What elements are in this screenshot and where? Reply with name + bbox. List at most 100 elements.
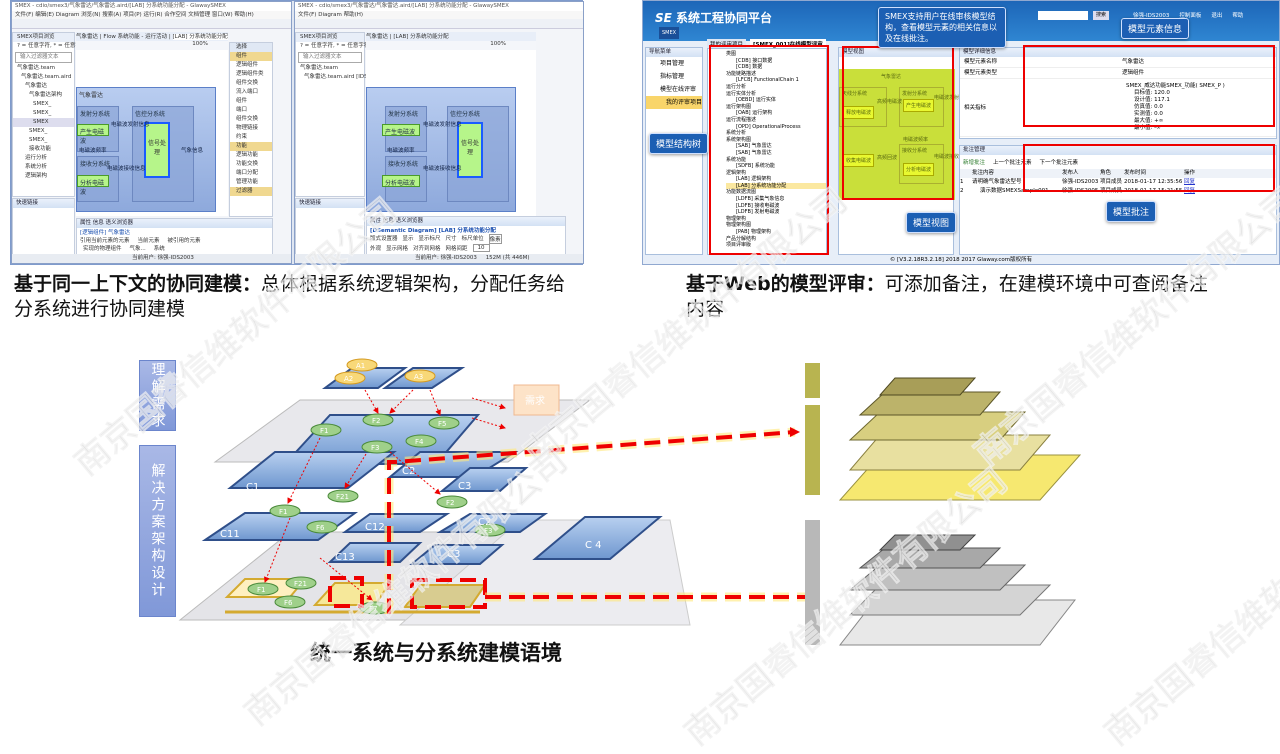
tree-item[interactable]: 气象雷达.team.aird [IDS2] (304, 74, 374, 80)
tree-item[interactable]: 系统分析 (726, 130, 747, 137)
filter-input[interactable]: 输入过滤器文本 (298, 52, 362, 63)
function-generate[interactable]: 产生电磁波 (382, 124, 420, 136)
grid-spacing-input[interactable]: 10 (472, 244, 490, 252)
show-grid-checkbox[interactable]: 显示网格 (386, 246, 409, 252)
show-ruler-checkbox[interactable]: 显示标尺 (418, 236, 441, 242)
tree-item[interactable]: [LDFB] 采集气象信息 (736, 196, 785, 203)
tree-item[interactable]: 逻辑架构 (25, 173, 48, 179)
palette-item[interactable]: 组件交换 (236, 116, 259, 122)
palette-item[interactable]: 流入端口 (236, 89, 259, 95)
palette-item[interactable]: 逻辑组件 (236, 62, 259, 68)
semantic-item[interactable]: 实现的物理组件 (83, 246, 122, 252)
tree-item[interactable]: 运行流程描述 (726, 116, 757, 123)
zoom-level[interactable]: 100% (76, 41, 228, 50)
props-label[interactable]: 外观 (370, 246, 382, 252)
tab-flow[interactable]: Flow 系统功能 - 运行活动 (103, 34, 168, 40)
function-analyze[interactable]: 分析电磁波 (382, 175, 420, 187)
menu-run[interactable]: 运行(R) (143, 12, 163, 18)
menu-workspace[interactable]: 合作空间 (164, 12, 187, 18)
tree-item[interactable]: 气象雷达.team (17, 65, 56, 71)
function-analyze[interactable]: 分析电磁波 (77, 175, 109, 196)
menu-search[interactable]: 搜索(A) (102, 12, 122, 18)
function-signal[interactable]: 信号处理 (144, 122, 170, 178)
add-annotation-button[interactable]: 新增批注 (963, 160, 986, 166)
palette-group[interactable]: 功能 (230, 142, 272, 151)
search-button[interactable]: 搜索 (1093, 11, 1109, 20)
prev-annotation-button[interactable]: 上一个批注元素 (993, 160, 1032, 166)
palette-item[interactable]: 管理功能 (236, 179, 259, 185)
smex-tab[interactable]: SMEX (659, 27, 679, 39)
tree-item[interactable]: SMEX (13, 118, 74, 127)
tree-item[interactable]: [PAB] 物理架构 (736, 229, 772, 236)
tree-item[interactable]: 接收功能 (29, 146, 52, 152)
menu-project[interactable]: 项目(P) (123, 12, 142, 18)
tab-lab[interactable]: [LAB] 分系统功能分配 (393, 34, 449, 40)
menu-diagram[interactable]: Diagram (55, 12, 80, 18)
function-label[interactable]: 分析电磁波 (903, 163, 935, 176)
semantic-item[interactable]: 气象... (129, 246, 146, 252)
palette-item[interactable]: 过滤器 (230, 187, 272, 196)
reply-link[interactable]: 回复 (1184, 179, 1196, 185)
tree-item[interactable]: [SAB] 气象雷达 (736, 149, 772, 156)
menu-help[interactable]: 帮助(H) (234, 12, 254, 18)
tab-properties[interactable]: 属性 (370, 218, 382, 224)
tree-item[interactable]: [CDB] 接口数据 (736, 57, 773, 64)
diagram-editor[interactable]: 气象雷达 | [LAB] 分系统功能分配 100% 发射分系统 产生电磁波 接收… (366, 32, 536, 216)
menu-help[interactable]: 帮助(H) (343, 12, 364, 18)
tab-lab[interactable]: [LAB] 分系统功能分配 (172, 34, 228, 40)
semantic-item[interactable]: 系统 (153, 246, 165, 252)
tab-semantic[interactable]: 语义浏览器 (105, 220, 134, 226)
tree-item[interactable]: SMEX_ (29, 128, 48, 134)
tree-item[interactable]: [OPD] OperationalProcess (736, 123, 801, 130)
tree-item[interactable]: [SAB] 气象雷达 (736, 143, 772, 150)
tree-item[interactable]: [SDFB] 系统功能 (736, 163, 775, 170)
tree-item[interactable]: 气象雷达.team (300, 65, 339, 71)
control-panel-link[interactable]: 控制面板 (1179, 13, 1202, 19)
tree-item[interactable]: [LAB] 分系统功能分配 (726, 182, 826, 190)
menu-navigate[interactable]: 浏览(N) (81, 12, 101, 18)
menu-edit[interactable]: 编辑(E) (35, 12, 54, 18)
tree-item[interactable]: 系统分析 (25, 164, 48, 170)
menu-file[interactable]: 文件(F) (298, 12, 317, 18)
tab-properties[interactable]: 属性 (80, 220, 92, 226)
function-signal[interactable]: 信号处理 (457, 122, 483, 178)
tree-item[interactable]: 功能链路描述 (726, 70, 757, 77)
palette-select[interactable]: 选择 (230, 43, 272, 52)
menu-window[interactable]: 窗口(W) (211, 12, 233, 18)
diagram-root[interactable]: 发射分系统 产生电磁波 接收分系统 分析电磁波 信控分系统 信号处理 电磁波发射… (366, 87, 516, 212)
tab-semantic[interactable]: 语义浏览器 (395, 218, 424, 224)
tree-item[interactable]: 产品分解结构 (726, 235, 757, 242)
tree-item[interactable]: [OEBD] 运行实体 (736, 97, 776, 104)
palette-item[interactable]: 逻辑组件类 (236, 71, 264, 77)
tree-item[interactable]: [CDB] 数据 (736, 64, 763, 71)
palette-item[interactable]: 端口 (236, 107, 248, 113)
model-view-diagram[interactable]: 气象雷达 天线分系统 发射分系统 接收分系统 释放电磁波 产生电磁波 收集电磁波… (839, 69, 969, 200)
nav-model-review[interactable]: 模型在线评审 (660, 86, 697, 93)
palette-item[interactable]: 功能交换 (236, 161, 259, 167)
tree-item[interactable]: 类图 (726, 51, 737, 57)
tree-item[interactable]: 气象雷达.team.aird (21, 74, 72, 80)
palette-group[interactable]: 组件 (230, 52, 272, 61)
help-link[interactable]: 帮助 (1232, 13, 1244, 19)
tree-item[interactable]: 功能数据流图 (726, 189, 757, 196)
tree-item[interactable]: [LFCB] FunctionalChain 1 (736, 77, 799, 84)
tree-item[interactable]: 逻辑架构 (726, 169, 747, 176)
tree-item[interactable]: 气象雷达 (25, 83, 48, 89)
tree-item[interactable]: 系统功能 (726, 156, 747, 163)
tree-item[interactable]: [LDFB] 接收电磁波 (736, 202, 780, 209)
palette-item[interactable]: 逻辑功能 (236, 152, 259, 158)
tree-item[interactable]: 运行分析 (25, 155, 48, 161)
tree-item[interactable]: [LAB] 逻辑架构 (736, 176, 772, 183)
tab-info[interactable]: 信息 (382, 218, 394, 224)
tab-weather[interactable]: 气象雷达 (366, 34, 389, 40)
next-annotation-button[interactable]: 下一个批注元素 (1039, 160, 1079, 166)
tree-item[interactable]: 项目评审版 (726, 242, 752, 249)
user-link[interactable]: 徐强-IDS2003 (1133, 13, 1170, 19)
tree-item[interactable]: [OAB] 运行架构 (736, 110, 773, 117)
ruler-unit-select[interactable]: 像素 (488, 234, 502, 244)
tab-weather[interactable]: 气象雷达 (76, 34, 99, 40)
nav-my-reviews[interactable]: 我的评审项目 (646, 96, 702, 109)
menu-docs[interactable]: 文档管理 (188, 12, 211, 18)
tree-item[interactable]: 运行实体分析 (726, 90, 757, 97)
